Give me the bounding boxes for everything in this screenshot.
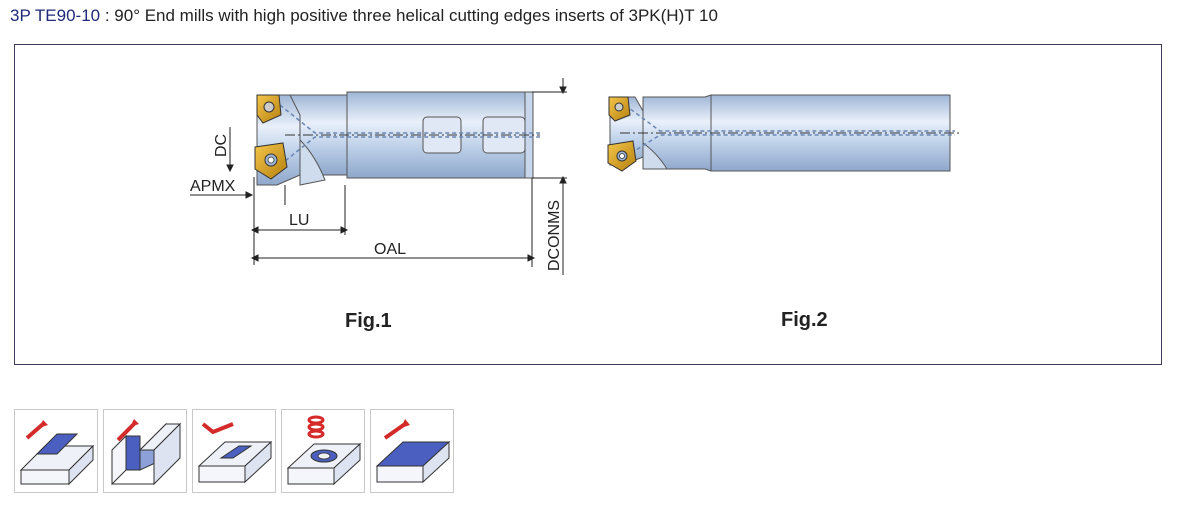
tool-drawings: DC APMX LU OAL DCONMS: [190, 78, 960, 275]
fig2-tool: [607, 94, 960, 172]
page-title: 3P TE90-10 : 90° End mills with high pos…: [10, 6, 718, 26]
fig1-tool: [254, 91, 540, 186]
figure-panel: DC APMX LU OAL DCONMS Fig.1 Fig.2: [14, 44, 1162, 365]
dim-apmx-label: APMX: [190, 178, 236, 195]
title-separator: :: [100, 6, 115, 25]
face-milling-icon[interactable]: [370, 409, 454, 493]
dim-dconms-label: DCONMS: [546, 200, 563, 271]
dim-lu-label: LU: [289, 212, 309, 229]
fig1-dimensions: [190, 78, 567, 275]
dim-oal-label: OAL: [374, 241, 406, 258]
pocket-milling-icon[interactable]: [192, 409, 276, 493]
fig1-label: Fig.1: [345, 310, 392, 332]
shoulder-milling-icon[interactable]: [14, 409, 98, 493]
dim-dc-label: DC: [213, 134, 230, 157]
tool-description: 90° End mills with high positive three h…: [114, 6, 718, 25]
fig2-label: Fig.2: [781, 309, 828, 331]
helical-interpolation-icon[interactable]: [281, 409, 365, 493]
tool-code: 3P TE90-10: [10, 6, 101, 25]
slot-milling-icon[interactable]: [103, 409, 187, 493]
